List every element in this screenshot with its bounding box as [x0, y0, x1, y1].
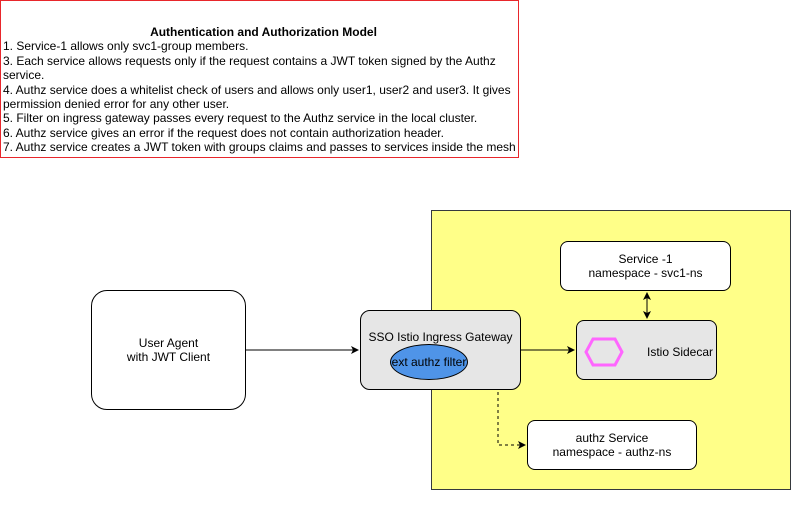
- model-note: Authentication and Authorization Model 1…: [0, 0, 519, 158]
- hexagon-icon: [584, 337, 624, 367]
- istio-sidecar-node: Istio Sidecar: [576, 320, 717, 380]
- service1-label: Service -1 namespace - svc1-ns: [588, 252, 703, 280]
- user-agent-node: User Agent with JWT Client: [91, 290, 246, 410]
- istio-sidecar-label: Istio Sidecar: [647, 345, 714, 359]
- note-line-3: 3. Each service allows requests only if …: [3, 53, 496, 83]
- note-title: Authentication and Authorization Model: [150, 25, 377, 39]
- ingress-gateway-label: SSO Istio Ingress Gateway: [368, 330, 513, 344]
- note-line-1: 1. Service-1 allows only svc1-group memb…: [3, 39, 249, 54]
- authz-service-node: authz Service namespace - authz-ns: [527, 420, 697, 470]
- note-line-6: 6. Authz service gives an error if the r…: [3, 125, 444, 140]
- user-agent-label: User Agent with JWT Client: [126, 336, 211, 364]
- ext-authz-filter-label: ext authz filter: [391, 355, 467, 369]
- ext-authz-filter-node: ext authz filter: [390, 344, 468, 380]
- note-line-7: 7. Authz service creates a JWT token wit…: [3, 140, 516, 155]
- note-line-5: 5. Filter on ingress gateway passes ever…: [3, 111, 478, 126]
- authz-service-label: authz Service namespace - authz-ns: [552, 431, 672, 459]
- service1-node: Service -1 namespace - svc1-ns: [560, 241, 731, 291]
- note-line-4: 4. Authz service does a whitelist check …: [3, 82, 511, 112]
